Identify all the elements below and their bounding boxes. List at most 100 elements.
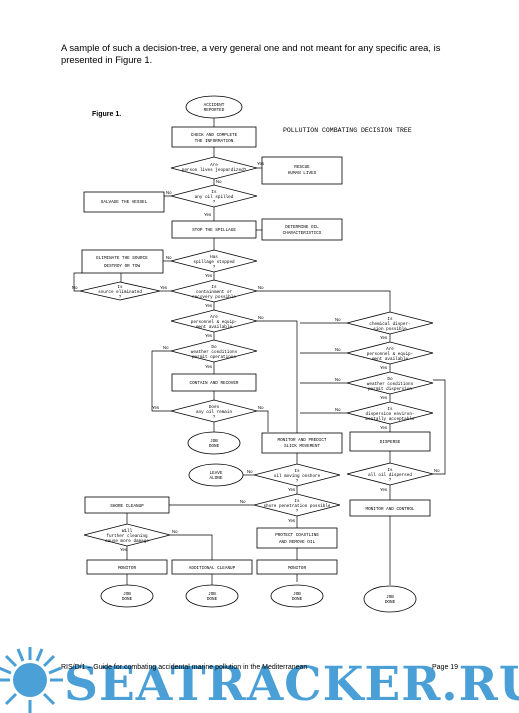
svg-text:personnel & equip-: personnel & equip-	[367, 352, 413, 357]
svg-text:No: No	[72, 285, 78, 290]
footer-page-number: Page 19	[432, 664, 459, 671]
node-persons-jeopardized: Are person lives jeopardized?	[170, 156, 258, 180]
svg-text:Is: Is	[294, 469, 300, 474]
svg-text:ment available: ment available	[372, 357, 409, 362]
svg-text:REPORTED: REPORTED	[204, 108, 225, 113]
svg-text:DESTROY OR TOW: DESTROY OR TOW	[104, 264, 141, 269]
svg-text:DONE: DONE	[207, 597, 218, 602]
svg-text:STOP THE SPILLAGE: STOP THE SPILLAGE	[192, 228, 236, 233]
svg-text:Is: Is	[387, 468, 393, 473]
svg-text:DONE: DONE	[385, 600, 396, 605]
node-job-done-3: JOB DONE	[185, 584, 239, 608]
watermark-logo: SEATRACKER.RU	[64, 657, 519, 712]
svg-text:CONTAIN AND RECOVER: CONTAIN AND RECOVER	[190, 381, 239, 386]
decision-tree-diagram: Figure 1. POLLUTION COMBATING DECISION T…	[72, 95, 446, 613]
svg-text:Is: Is	[387, 317, 393, 322]
svg-text:MONITOR: MONITOR	[118, 566, 136, 571]
svg-text:SLICK MOVEMENT: SLICK MOVEMENT	[284, 444, 321, 449]
svg-text:?: ?	[213, 200, 216, 205]
svg-text:weather conditions: weather conditions	[367, 382, 414, 387]
node-oil-remain: Does any oil remain ?	[170, 399, 258, 423]
svg-text:Yes: Yes	[288, 487, 295, 492]
svg-text:CHARACTERISTICS: CHARACTERISTICS	[283, 231, 322, 236]
svg-text:any oil remain: any oil remain	[196, 410, 233, 415]
footer-document-title: RIS/D/1 – Guide for combating accidental…	[61, 664, 308, 671]
svg-text:DONE: DONE	[122, 597, 133, 602]
svg-text:Will: Will	[122, 529, 133, 534]
node-job-done-5: JOB DONE	[363, 585, 417, 613]
node-disperse: DISPERSE	[349, 431, 431, 452]
svg-text:Yes: Yes	[380, 335, 387, 340]
svg-text:?: ?	[213, 265, 216, 270]
svg-text:No: No	[166, 255, 172, 260]
svg-text:AND REMOVE OIL: AND REMOVE OIL	[279, 540, 316, 545]
node-source-eliminated: Is source eliminated ?	[79, 281, 161, 301]
svg-text:Yes: Yes	[205, 303, 212, 308]
svg-text:DONE: DONE	[209, 444, 220, 449]
node-determine-oil: DETERMINE OIL CHARACTERISTICS	[261, 218, 343, 241]
node-protect-coastline: PROTECT COASTLINE AND REMOVE OIL	[256, 527, 338, 549]
svg-text:oil moving onshore: oil moving onshore	[274, 474, 321, 479]
svg-text:DONE: DONE	[292, 597, 303, 602]
node-spillage-stopped: Has spillage stopped ?	[170, 249, 258, 273]
svg-text:Yes: Yes	[152, 405, 159, 410]
node-dispersion-acceptable: Is dispersion environ- mentally acceptab…	[346, 401, 434, 425]
svg-text:Yes: Yes	[205, 333, 212, 338]
svg-text:Yes: Yes	[288, 518, 295, 523]
figure-label: Figure 1.	[92, 111, 121, 118]
node-weather-permit-operations: Do weather conditions permit operations	[170, 339, 258, 363]
node-shore-penetration: Is shore penetration possible ?	[253, 493, 341, 517]
svg-text:Does: Does	[209, 405, 220, 410]
svg-text:No: No	[434, 468, 440, 473]
node-monitor-control: MONITOR AND CONTROL	[349, 499, 431, 517]
sun-logo-icon	[0, 647, 63, 713]
svg-text:ment available: ment available	[196, 325, 233, 330]
svg-text:No: No	[335, 317, 341, 322]
svg-text:SHORE CLEANUP: SHORE CLEANUP	[110, 504, 144, 509]
svg-text:No: No	[335, 347, 341, 352]
svg-text:containment or: containment or	[196, 290, 233, 295]
svg-text:No: No	[335, 377, 341, 382]
svg-text:CHECK AND COMPLETE: CHECK AND COMPLETE	[191, 133, 238, 138]
node-accident-reported: ACCIDENT REPORTED	[185, 95, 243, 119]
node-rescue-human-lives: RESCUE HUMAN LIVES	[261, 156, 343, 185]
svg-text:Is: Is	[294, 499, 300, 504]
svg-text:weather conditions: weather conditions	[191, 350, 238, 355]
svg-text:No: No	[258, 285, 264, 290]
svg-text:No: No	[172, 529, 178, 534]
svg-text:ELIMINATE THE SOURCE: ELIMINATE THE SOURCE	[96, 256, 148, 261]
node-monitor-predict: MONITOR AND PREDICT SLICK MOVEMENT	[261, 432, 343, 454]
svg-text:No: No	[240, 499, 246, 504]
node-stop-spillage: STOP THE SPILLAGE	[171, 220, 257, 239]
svg-text:SALVAGE THE VESSEL: SALVAGE THE VESSEL	[101, 200, 148, 205]
svg-text:person lives jeopardized?: person lives jeopardized?	[182, 168, 247, 173]
svg-text:No: No	[335, 407, 341, 412]
node-job-done-1: JOB DONE	[187, 431, 241, 455]
svg-text:Is: Is	[211, 190, 217, 195]
node-personnel-available-1: Are personnel & equip- ment available	[170, 309, 258, 333]
svg-text:personnel & equip-: personnel & equip-	[191, 320, 237, 325]
svg-text:No: No	[216, 179, 222, 184]
node-containment-possible: Is containment or recovery possible	[170, 279, 258, 303]
node-salvage-vessel: SALVAGE THE VESSEL	[83, 191, 165, 213]
svg-text:spillage stopped: spillage stopped	[193, 260, 235, 265]
node-leave-alone: LEAVE ALONE	[188, 463, 244, 487]
node-weather-permit-dispersion: Do weather conditions permit dispersion	[346, 371, 434, 395]
svg-text:Has: Has	[210, 255, 218, 260]
svg-text:?: ?	[119, 295, 122, 300]
svg-text:chemical disper-: chemical disper-	[369, 322, 410, 327]
svg-text:Is: Is	[387, 407, 393, 412]
svg-text:?: ?	[213, 415, 216, 420]
node-oil-spilled: Is any oil spilled ?	[170, 184, 258, 208]
intro-paragraph: A sample of such a decision-tree, a very…	[61, 42, 441, 65]
svg-text:permit operations: permit operations	[192, 355, 236, 360]
svg-text:sion possible: sion possible	[373, 327, 407, 332]
svg-text:MONITOR AND CONTROL: MONITOR AND CONTROL	[366, 507, 415, 512]
svg-text:DISPERSE: DISPERSE	[380, 440, 401, 445]
svg-text:?: ?	[296, 509, 299, 514]
svg-text:Yes: Yes	[380, 487, 387, 492]
svg-text:No: No	[258, 405, 264, 410]
svg-text:?: ?	[389, 478, 392, 483]
svg-text:Is: Is	[211, 285, 217, 290]
node-shore-cleanup: SHORE CLEANUP	[84, 496, 170, 514]
